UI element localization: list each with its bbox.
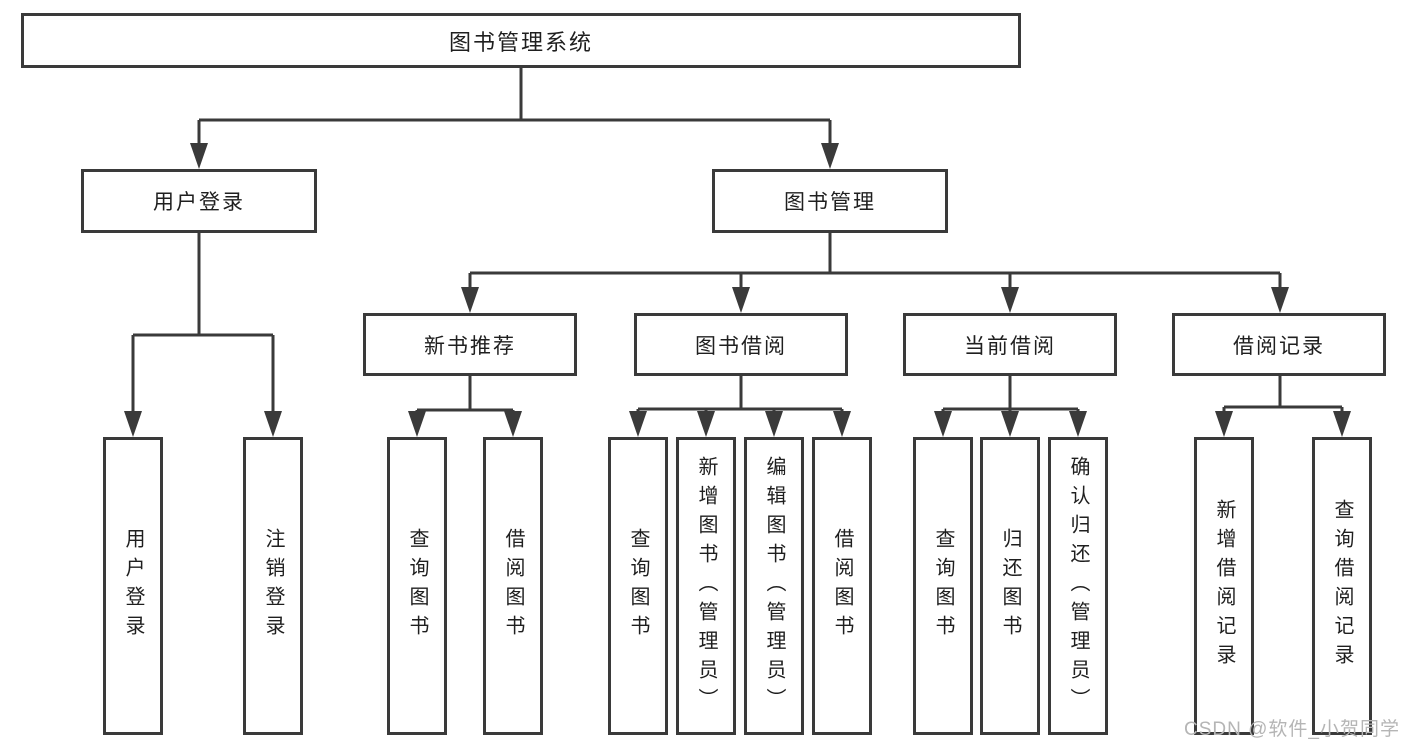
arrow-down-icon [1333, 411, 1351, 437]
connector-new-book-rec [415, 376, 515, 419]
connector-borrow-records [1222, 375, 1344, 419]
arrow-down-icon [461, 287, 479, 313]
node-label: 借阅记录 [1233, 334, 1325, 358]
node-leaf-confirm-return-admin: 确认归还（管理员） [1048, 437, 1108, 735]
watermark: CSDN @软件_小贺同学 [1184, 719, 1400, 740]
node-label: 查询图书 [932, 528, 954, 644]
node-label: 当前借阅 [964, 334, 1056, 358]
node-label: 图书借阅 [695, 334, 787, 358]
node-current-borrowing: 当前借阅 [903, 313, 1117, 376]
node-leaf-borrow-books-1: 借阅图书 [483, 437, 543, 735]
arrow-down-icon [833, 411, 851, 437]
node-label: 编辑图书（管理员） [763, 455, 785, 717]
node-library-management-system: 图书管理系统 [21, 13, 1021, 68]
node-borrowing-records: 借阅记录 [1172, 313, 1386, 376]
connector-user-login [131, 233, 275, 417]
arrow-down-icon [934, 411, 952, 437]
connector-root [197, 68, 832, 149]
node-book-borrowing: 图书借阅 [634, 313, 848, 376]
arrow-down-icon [1271, 287, 1289, 313]
node-label: 用户登录 [122, 528, 144, 644]
node-label: 图书管理系统 [448, 29, 593, 55]
arrow-down-icon [1001, 411, 1019, 437]
node-label: 查询图书 [627, 528, 649, 644]
arrow-down-icon [821, 143, 839, 169]
node-label: 图书管理 [784, 191, 876, 214]
arrow-down-icon [408, 411, 426, 437]
node-label: 用户登录 [153, 191, 245, 214]
node-leaf-user-login: 用户登录 [103, 437, 163, 735]
node-label: 新书推荐 [424, 334, 516, 358]
arrow-down-icon [1215, 411, 1233, 437]
node-leaf-return-books: 归还图书 [980, 437, 1040, 735]
node-label: 新增借阅记录 [1213, 499, 1235, 673]
arrow-down-icon [732, 287, 750, 313]
node-leaf-query-books-3: 查询图书 [913, 437, 973, 735]
arrow-down-icon [264, 411, 282, 437]
connector-book-mgmt [468, 233, 1282, 293]
connector-book-borrow [636, 376, 844, 419]
node-new-book-recommendation: 新书推荐 [363, 313, 577, 376]
node-leaf-edit-books-admin: 编辑图书（管理员） [744, 437, 804, 735]
node-label: 新增图书（管理员） [695, 455, 717, 717]
node-leaf-query-books-2: 查询图书 [608, 437, 668, 735]
node-label: 确认归还（管理员） [1067, 455, 1089, 717]
arrow-down-icon [190, 143, 208, 169]
node-leaf-query-books-1: 查询图书 [387, 437, 447, 735]
arrow-down-icon [1069, 411, 1087, 437]
node-leaf-add-borrow-record: 新增借阅记录 [1194, 437, 1254, 735]
node-leaf-logout: 注销登录 [243, 437, 303, 735]
node-leaf-add-books-admin: 新增图书（管理员） [676, 437, 736, 735]
arrow-down-icon [629, 411, 647, 437]
node-leaf-borrow-books-2: 借阅图书 [812, 437, 872, 735]
arrow-down-icon [1001, 287, 1019, 313]
node-label: 查询借阅记录 [1331, 499, 1353, 673]
arrow-down-icon [124, 411, 142, 437]
arrow-down-icon [697, 411, 715, 437]
node-book-management: 图书管理 [712, 169, 948, 233]
node-user-login: 用户登录 [81, 169, 317, 233]
node-label: 借阅图书 [502, 528, 524, 644]
arrow-down-icon [765, 411, 783, 437]
arrow-down-icon [504, 411, 522, 437]
node-label: 查询图书 [406, 528, 428, 644]
node-leaf-query-borrow-record: 查询借阅记录 [1312, 437, 1372, 735]
node-label: 归还图书 [999, 528, 1021, 644]
node-label: 注销登录 [262, 528, 284, 644]
node-label: 借阅图书 [831, 528, 853, 644]
